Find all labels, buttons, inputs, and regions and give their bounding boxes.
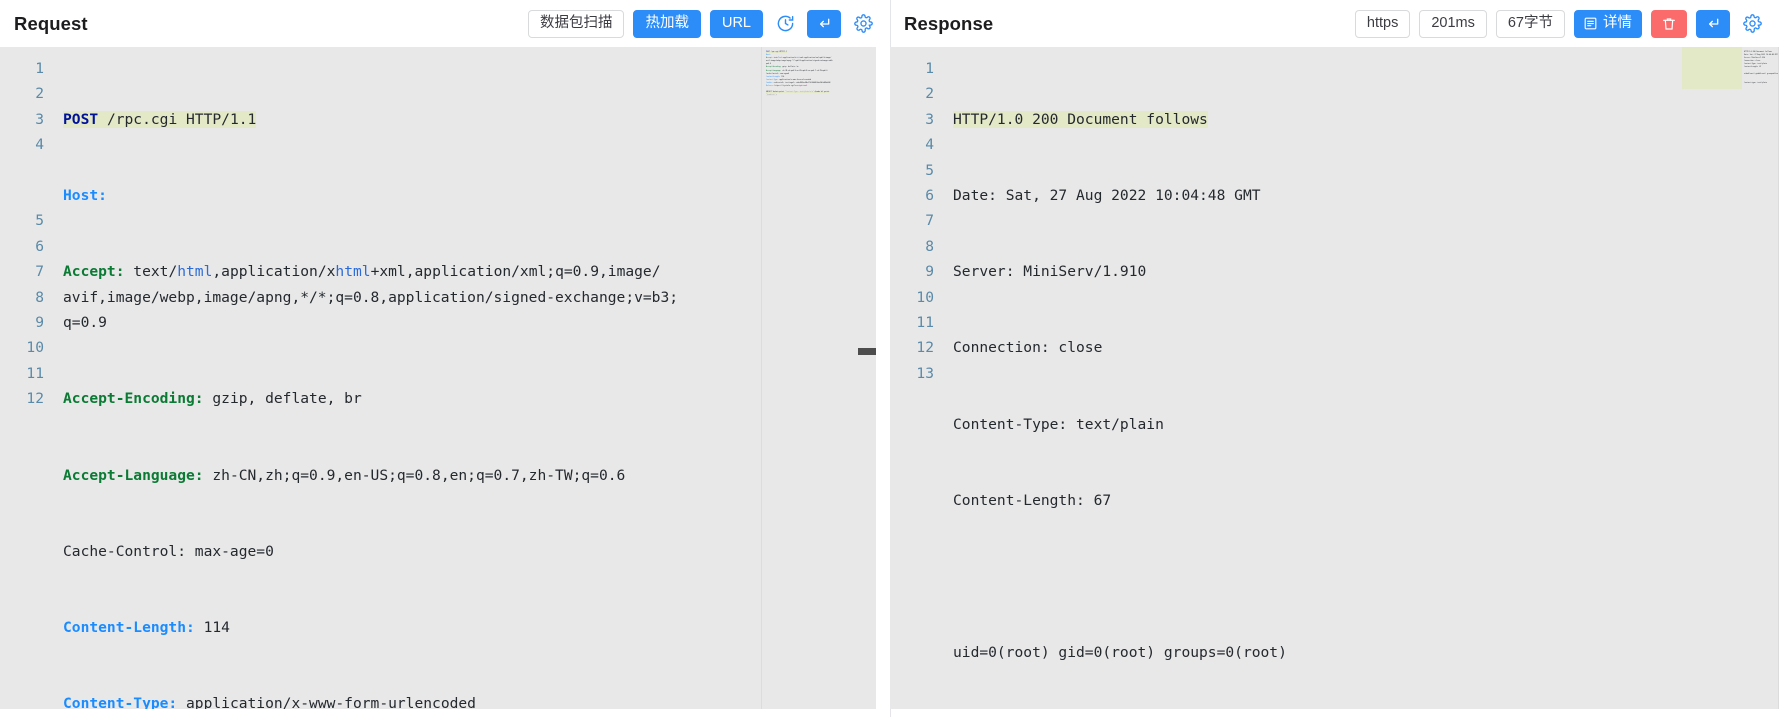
code-line [953,564,1779,589]
line-number: 10 [26,339,44,357]
url-button[interactable]: URL [709,9,763,38]
scheme-badge[interactable]: https [1354,9,1411,38]
code-line: Content-Type: application/x-www-form-url… [63,695,476,709]
line-number: 3 [35,110,44,128]
code-line: Content-Length: 67 [953,491,1112,509]
code-line: Host: [63,187,107,205]
line-number: 9 [925,263,934,281]
line-number: 5 [925,161,934,179]
detail-button[interactable]: 详情 [1574,9,1642,38]
request-vertical-scrollbar[interactable] [858,47,876,709]
code-line: Cache-Control: max-age=0 [63,542,274,560]
line-number: 6 [925,186,934,204]
line-number: 11 [26,364,44,382]
code-line: Connection: close [953,339,1103,357]
line-number: 5 [35,212,44,230]
detail-label: 详情 [1603,15,1632,32]
line-number: 1 [35,60,44,77]
request-title: Request [14,12,88,34]
duration-label: 201ms [1431,15,1475,32]
request-panel: Request 数据包扫描 热加载 URL [0,0,890,709]
response-editor[interactable]: 1 2 3 4 5 6 7 8 9 10 11 12 13 HTTP/1.0 2… [890,47,1779,709]
response-toolbar: https 201ms 67字节 详情 [1354,9,1765,38]
delete-button[interactable] [1651,9,1687,38]
code-line: Content-Length: 114 [63,618,230,636]
code-line: HTTP/1.0 200 Document follows [953,107,1779,132]
scheme-label: https [1366,15,1399,32]
line-number: 7 [925,212,934,230]
duration-badge[interactable]: 201ms [1419,9,1487,38]
settings-gear-icon[interactable] [850,10,876,38]
code-line: Accept-Language: zh-CN,zh;q=0.9,en-US;q=… [63,466,626,484]
line-number: 3 [925,110,934,128]
request-line-numbers: 1 2 3 4 5 6 7 8 9 10 11 12 [0,47,46,709]
code-line: Content-Type: text/plain [953,415,1164,433]
line-number: 7 [35,263,44,281]
list-detail-icon [1583,16,1598,31]
line-number: 12 [916,339,934,357]
history-reset-icon[interactable] [772,10,798,38]
request-scrollbar-thumb[interactable] [858,348,876,355]
line-number: 11 [916,313,934,331]
response-code-body[interactable]: HTTP/1.0 200 Document follows Date: Sat,… [936,47,1779,709]
line-number: 10 [916,288,934,306]
line-number: 13 [916,364,934,382]
hot-reload-label: 热加载 [645,15,689,32]
request-code-area[interactable]: 1 2 3 4 5 6 7 8 9 10 11 12 POST /rpc.cgi… [0,47,876,709]
line-number: 6 [35,237,44,255]
url-label: URL [721,15,751,32]
code-line: uid=0(root) gid=0(root) groups=0(root) [953,644,1287,662]
response-panel: Response https 201ms 67字节 [890,0,1779,717]
line-number: 8 [35,288,44,306]
request-toolbar: 数据包扫描 热加载 URL [527,9,876,38]
request-code-body[interactable]: POST /rpc.cgi HTTP/1.1 Host: Accept: tex… [46,47,876,709]
line-number: 2 [925,85,934,103]
settings-gear-icon[interactable] [1739,10,1765,38]
code-line: Date: Sat, 27 Aug 2022 10:04:48 GMT [953,187,1261,205]
send-enter-button[interactable] [1696,9,1730,38]
line-number: 9 [35,313,44,331]
response-title: Response [904,12,994,34]
hot-reload-button[interactable]: 热加载 [633,9,701,38]
response-line-numbers: 1 2 3 4 5 6 7 8 9 10 11 12 13 [890,47,936,709]
size-label: 67字节 [1507,15,1553,32]
code-line: Server: MiniServ/1.910 [953,263,1147,281]
request-header: Request 数据包扫描 热加载 URL [0,0,890,47]
packet-scan-label: 数据包扫描 [539,15,613,32]
response-code-area[interactable]: 1 2 3 4 5 6 7 8 9 10 11 12 13 HTTP/1.0 2… [890,47,1779,709]
size-badge[interactable]: 67字节 [1495,9,1565,38]
code-line: Accept: text/html,application/xhtml+xml,… [63,263,679,332]
response-header: Response https 201ms 67字节 [890,0,1779,47]
line-number: 2 [35,85,44,103]
line-number: 8 [925,237,934,255]
line-number: 4 [35,136,44,154]
request-editor[interactable]: 1 2 3 4 5 6 7 8 9 10 11 12 POST /rpc.cgi… [0,47,876,709]
line-number: 1 [925,60,934,77]
packet-scan-button[interactable]: 数据包扫描 [527,9,625,38]
line-number: 4 [925,136,934,154]
response-status-line: HTTP/1.0 200 Document follows [953,110,1208,128]
line-number: 12 [26,390,44,408]
send-enter-button[interactable] [807,9,841,38]
code-line: Accept-Encoding: gzip, deflate, br [63,390,362,408]
code-line: POST /rpc.cgi HTTP/1.1 [63,110,257,128]
